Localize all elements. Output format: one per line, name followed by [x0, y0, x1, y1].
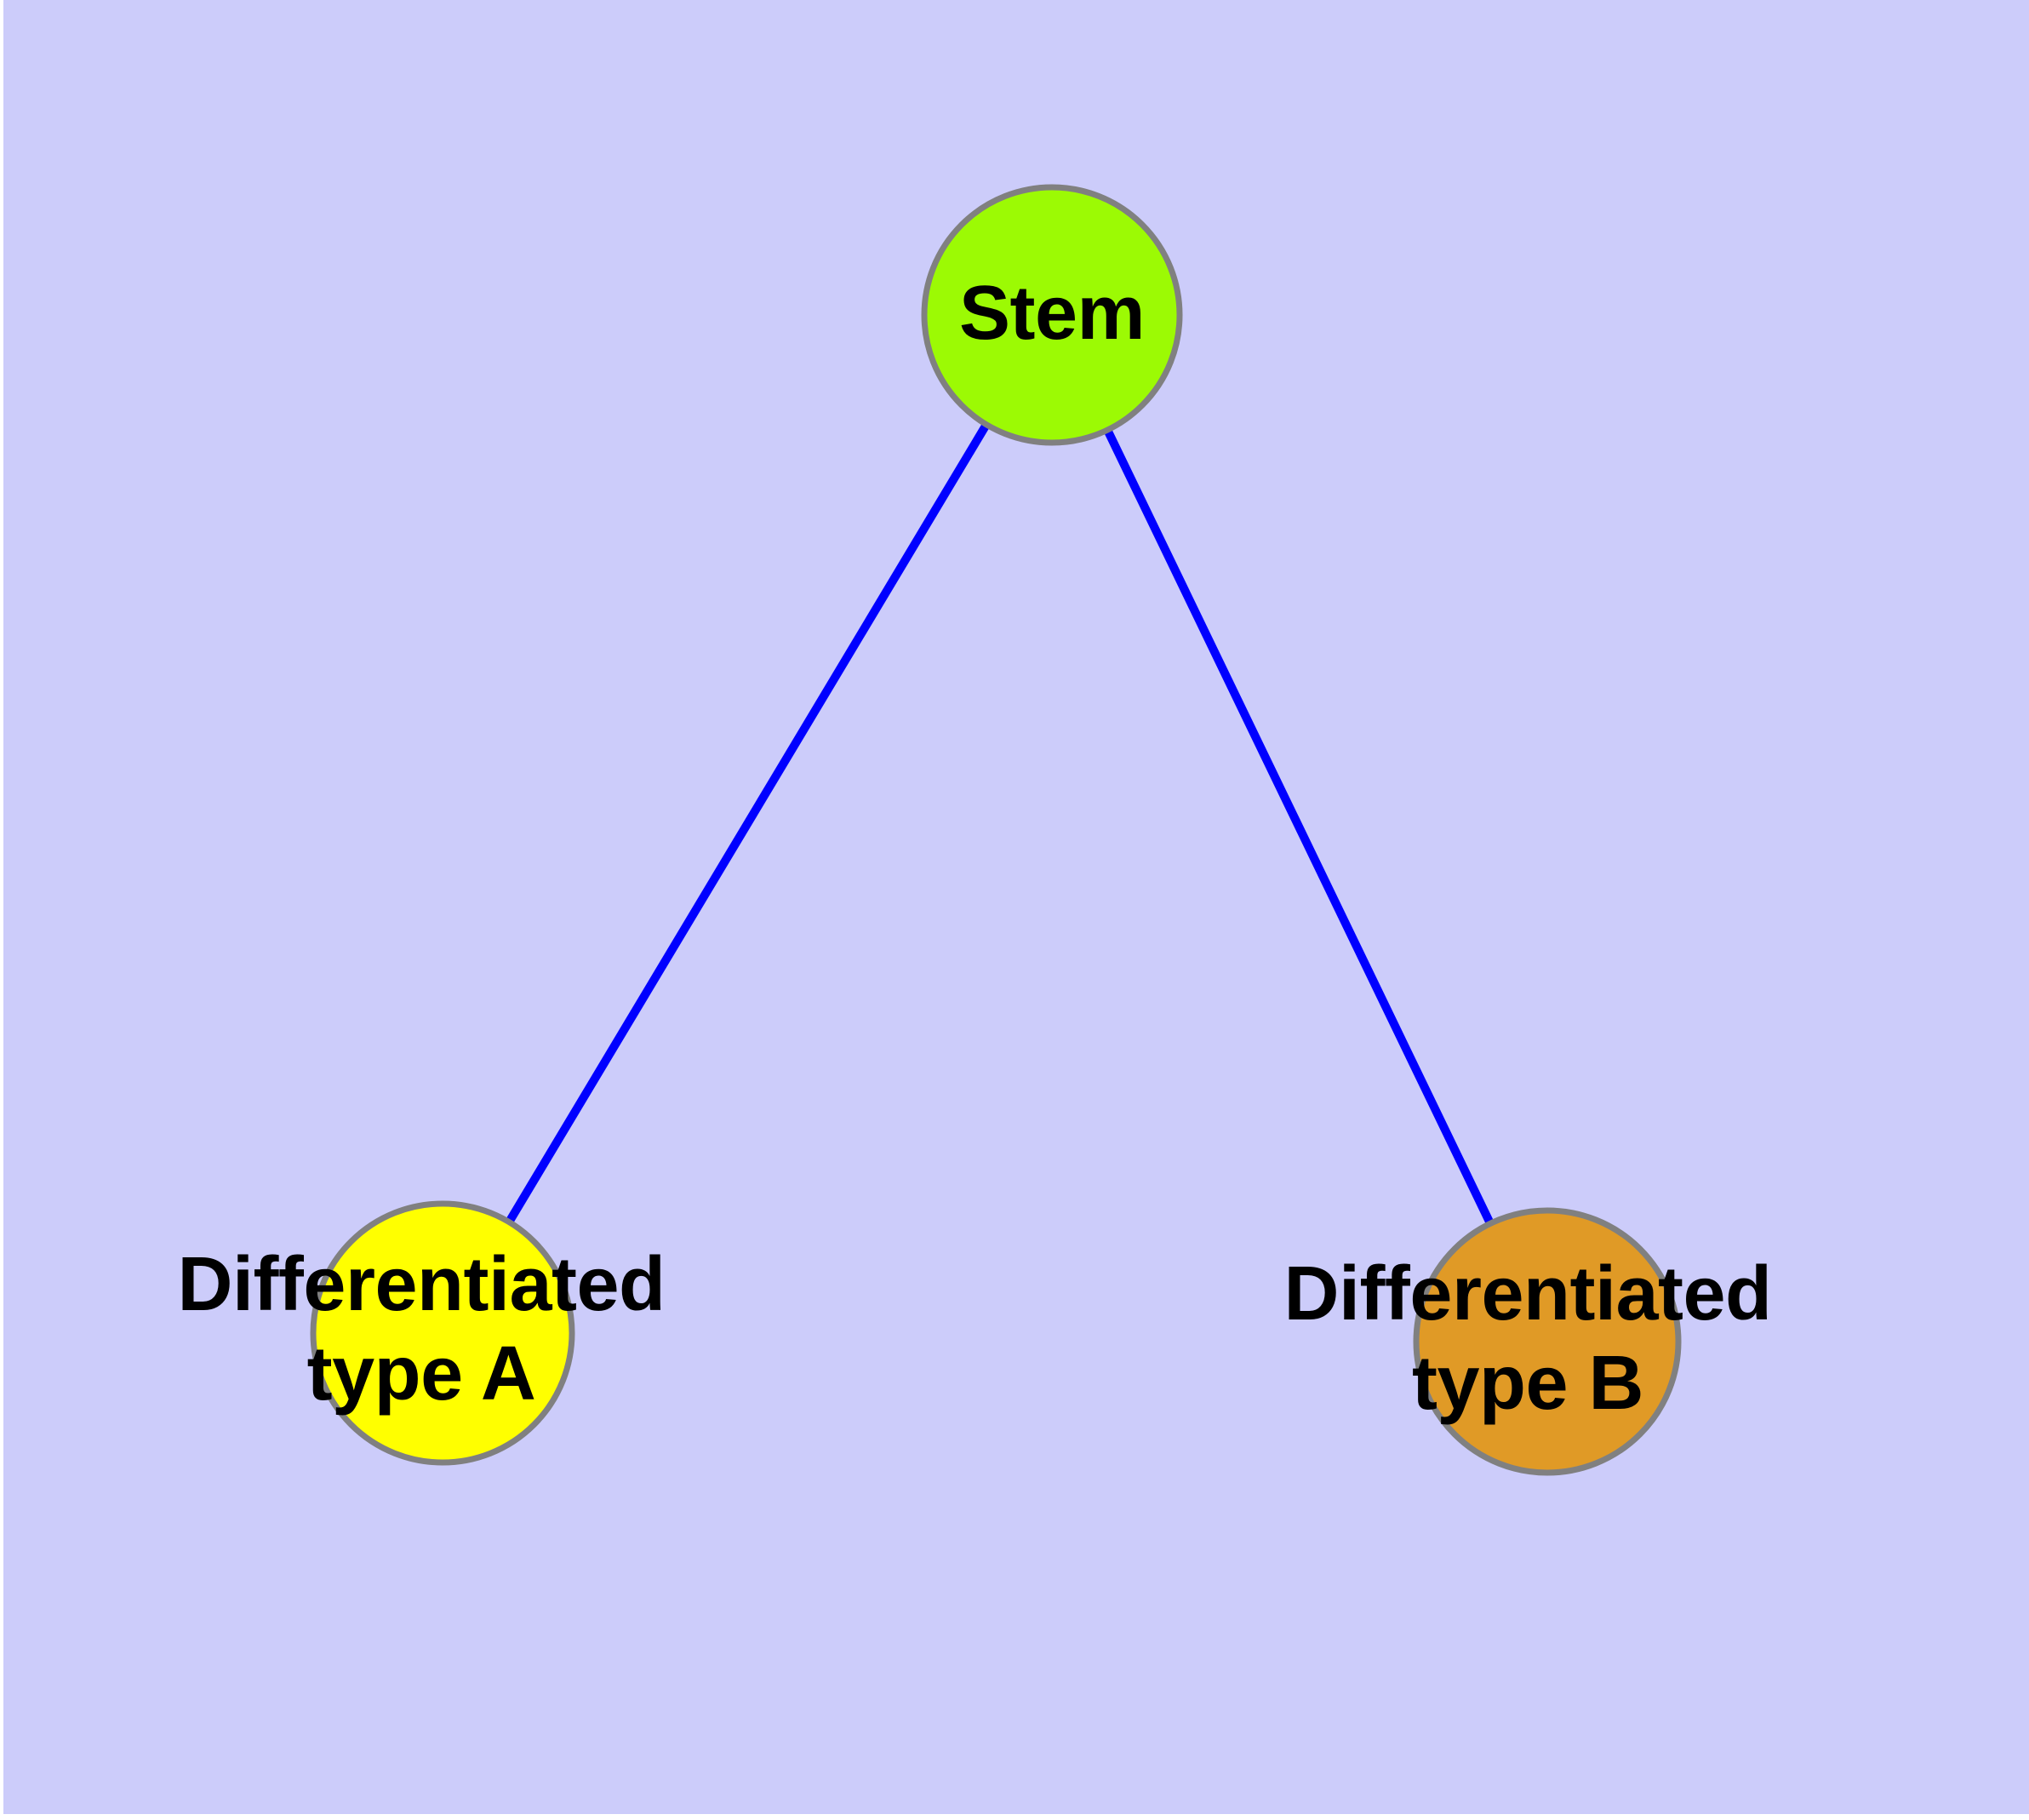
edge-stem-to-diff-a[interactable] [438, 312, 1056, 1336]
node-stem[interactable] [921, 184, 1183, 446]
edge-stem-to-diff-b[interactable] [1048, 312, 1552, 1344]
node-layer [310, 184, 1682, 1476]
node-diff-a[interactable] [310, 1200, 575, 1466]
node-diff-b[interactable] [1413, 1207, 1682, 1476]
edge-layer [438, 312, 1552, 1344]
